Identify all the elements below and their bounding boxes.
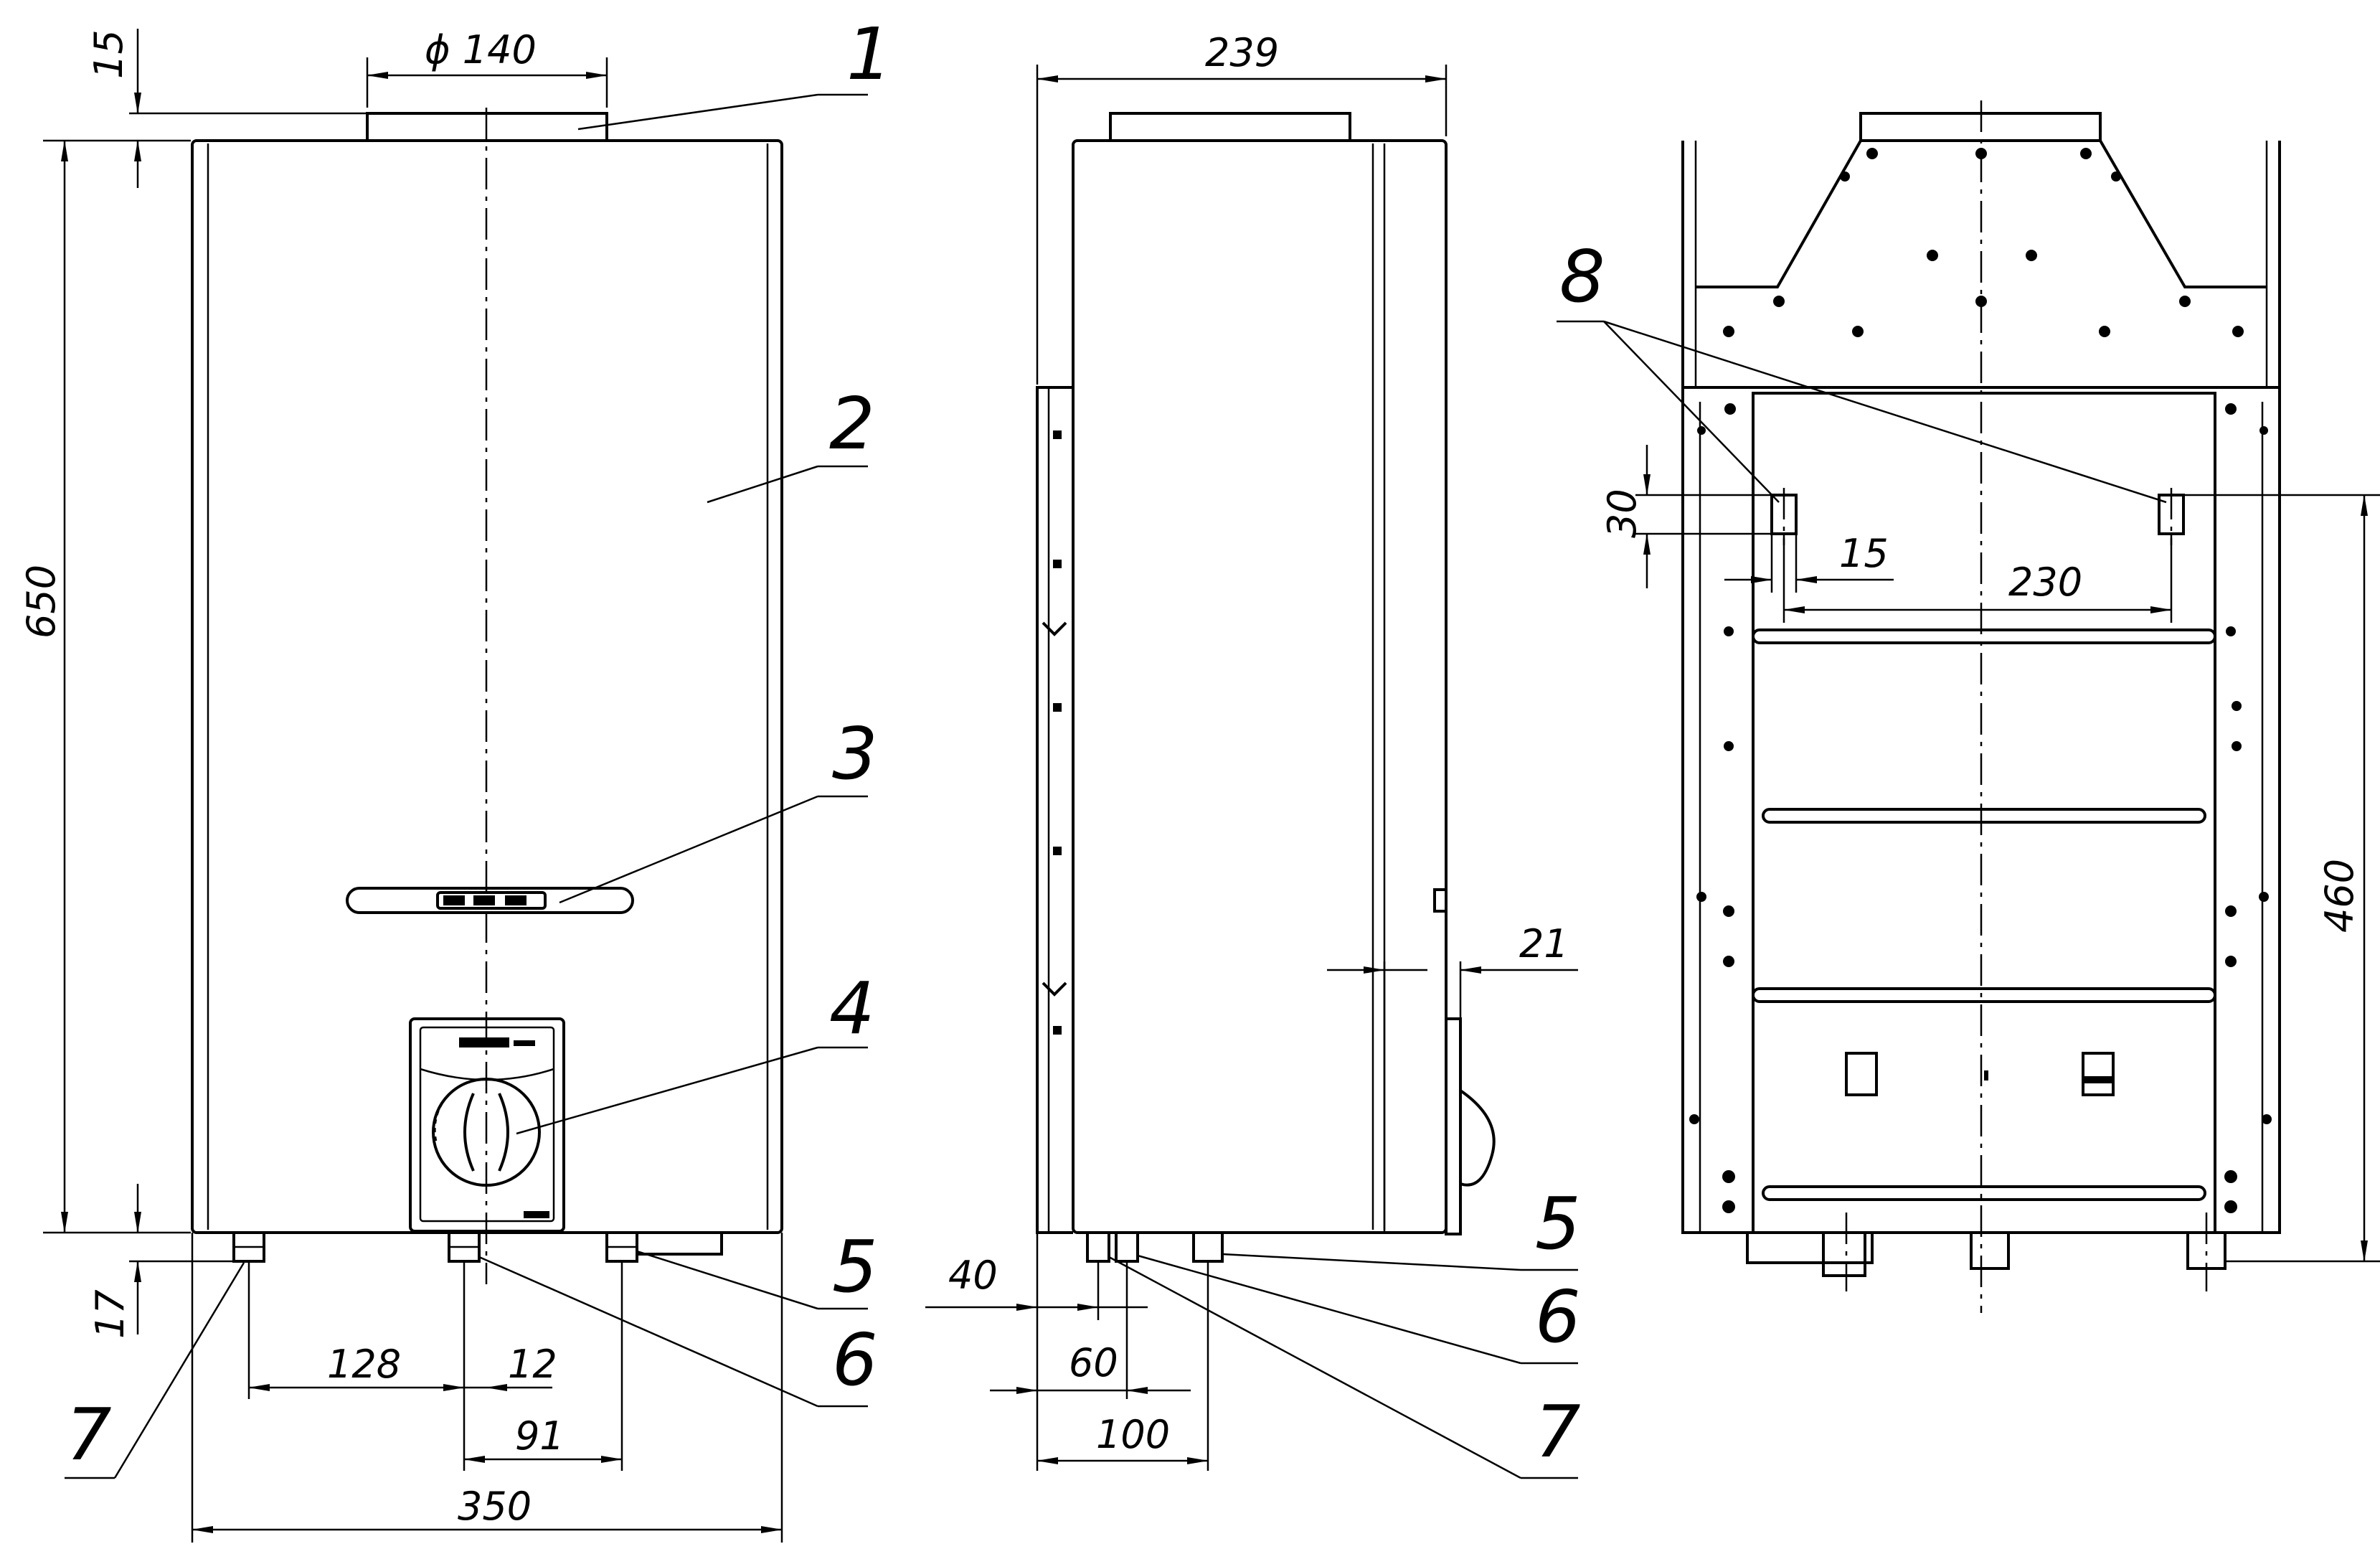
side-fitting-7 <box>1086 1231 1110 1263</box>
callout-4: 4 <box>829 966 875 1050</box>
dim-width: 350 <box>458 1484 532 1529</box>
dim-12: 12 <box>508 1342 557 1387</box>
dim-depth: 239 <box>1205 30 1279 75</box>
callout-7: 7 <box>66 1393 112 1477</box>
side-fitting-5 <box>1192 1231 1224 1263</box>
control-panel <box>409 1017 565 1233</box>
side-casing <box>1072 139 1448 1234</box>
dim-height: 650 <box>19 565 64 639</box>
dim-91: 91 <box>515 1413 565 1459</box>
dim-bottom-gap: 17 <box>88 1289 133 1339</box>
side-callout-6: 6 <box>1535 1275 1581 1359</box>
rear-view: 30 15 230 460 8 <box>1557 100 2380 1313</box>
callout-3: 3 <box>832 712 878 796</box>
display-window <box>346 887 634 914</box>
callout-5: 5 <box>832 1225 878 1309</box>
dim-100: 100 <box>1096 1412 1170 1457</box>
callout-2: 2 <box>829 382 875 466</box>
side-fitting-6 <box>1115 1231 1139 1263</box>
side-callout-7: 7 <box>1535 1390 1581 1474</box>
callout-6: 6 <box>832 1318 878 1402</box>
side-callout-5: 5 <box>1535 1182 1581 1266</box>
dim-460: 460 <box>2317 859 2362 933</box>
dim-21: 21 <box>1519 921 1569 966</box>
callout-1: 1 <box>846 12 892 96</box>
dim-40: 40 <box>948 1253 998 1298</box>
control-knob <box>432 1078 541 1187</box>
dim-30: 30 <box>1600 489 1645 538</box>
dim-15: 15 <box>1839 531 1889 576</box>
mounting-plate <box>1752 392 2216 1234</box>
dim-230: 230 <box>2008 560 2082 605</box>
side-view: 239 21 40 60 100 5 6 7 <box>925 30 1581 1479</box>
front-view: ϕ 140 15 650 17 128 12 91 350 <box>19 12 892 1543</box>
side-flue <box>1109 112 1351 142</box>
dim-top-gap: 15 <box>86 29 131 79</box>
callout-8: 8 <box>1559 235 1605 319</box>
dim-128: 128 <box>327 1342 401 1387</box>
dim-flue-diameter: ϕ 140 <box>425 27 537 72</box>
dim-60: 60 <box>1069 1340 1118 1385</box>
rear-holes <box>1689 148 2272 1213</box>
